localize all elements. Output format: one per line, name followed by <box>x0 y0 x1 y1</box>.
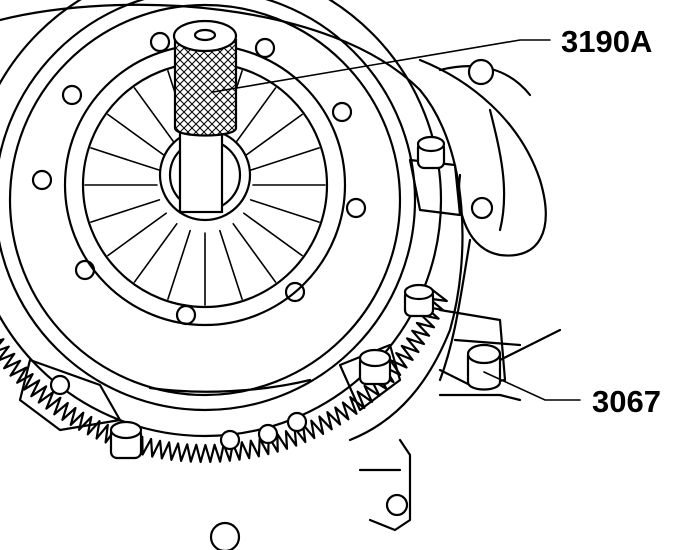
locking-bolts <box>109 135 446 460</box>
cover-bolt-hole <box>345 197 367 219</box>
diaphragm-finger-slot <box>167 229 191 300</box>
housing-bolt-hole <box>385 493 409 517</box>
housing-bolt-hole <box>467 58 495 86</box>
cover-bolt-hole <box>149 31 171 53</box>
leader-line-3067 <box>483 371 581 401</box>
cover-bolt-hole <box>74 259 96 281</box>
cover-bolt-hole <box>219 429 241 451</box>
diaphragm-finger-slot <box>243 212 303 257</box>
callout-label-3190a: 3190A <box>561 24 652 59</box>
housing-bolt-hole <box>209 521 241 550</box>
cover-bolt-hole <box>49 374 71 396</box>
diaphragm-finger-slot <box>133 87 178 147</box>
cover-bolt-hole <box>61 84 83 106</box>
cover-bolt-holes <box>31 31 367 451</box>
flywheel-rim <box>0 0 443 438</box>
hex-bolt <box>358 348 392 386</box>
callout-label-3067: 3067 <box>592 384 661 419</box>
diaphragm-finger-slot <box>90 199 161 223</box>
cover-bolt-hole <box>175 304 197 326</box>
diaphragm-finger-slot <box>90 147 161 171</box>
hex-bolt <box>109 420 143 460</box>
diaphragm-finger-slot <box>232 223 277 283</box>
cover-bolt-hole <box>254 37 276 59</box>
cover-bolt-hole <box>286 411 308 433</box>
housing-bolt-hole <box>470 196 494 220</box>
diaphragm-finger-slot <box>107 212 167 257</box>
cover-bolt-hole <box>257 423 279 445</box>
flywheel-housing <box>0 3 562 550</box>
diaphragm-finger-slot <box>107 113 167 158</box>
diaphragm-finger-slot <box>133 223 178 283</box>
callout-leader-lines <box>212 39 581 401</box>
hex-bolt <box>403 283 435 318</box>
tool-end-face <box>172 19 238 53</box>
pressure-plate-cover <box>0 0 462 451</box>
diaphragm-finger-slot <box>219 229 243 300</box>
centering-tool-3190a <box>172 19 238 214</box>
diaphragm-fingers <box>84 64 326 306</box>
cover-bolt-hole <box>331 101 353 123</box>
leader-line-3190a <box>212 39 551 93</box>
diaphragm-finger-slot <box>243 113 303 158</box>
hex-bolt <box>416 135 446 170</box>
diaphragm-finger-slot <box>232 87 277 147</box>
cover-bolt-hole <box>31 169 53 191</box>
diaphragm-finger-slot <box>249 199 320 223</box>
diaphragm-finger-slot <box>249 147 320 171</box>
flywheel-lock-tool-3067 <box>438 343 522 402</box>
cover-mounting-lug <box>18 358 122 432</box>
